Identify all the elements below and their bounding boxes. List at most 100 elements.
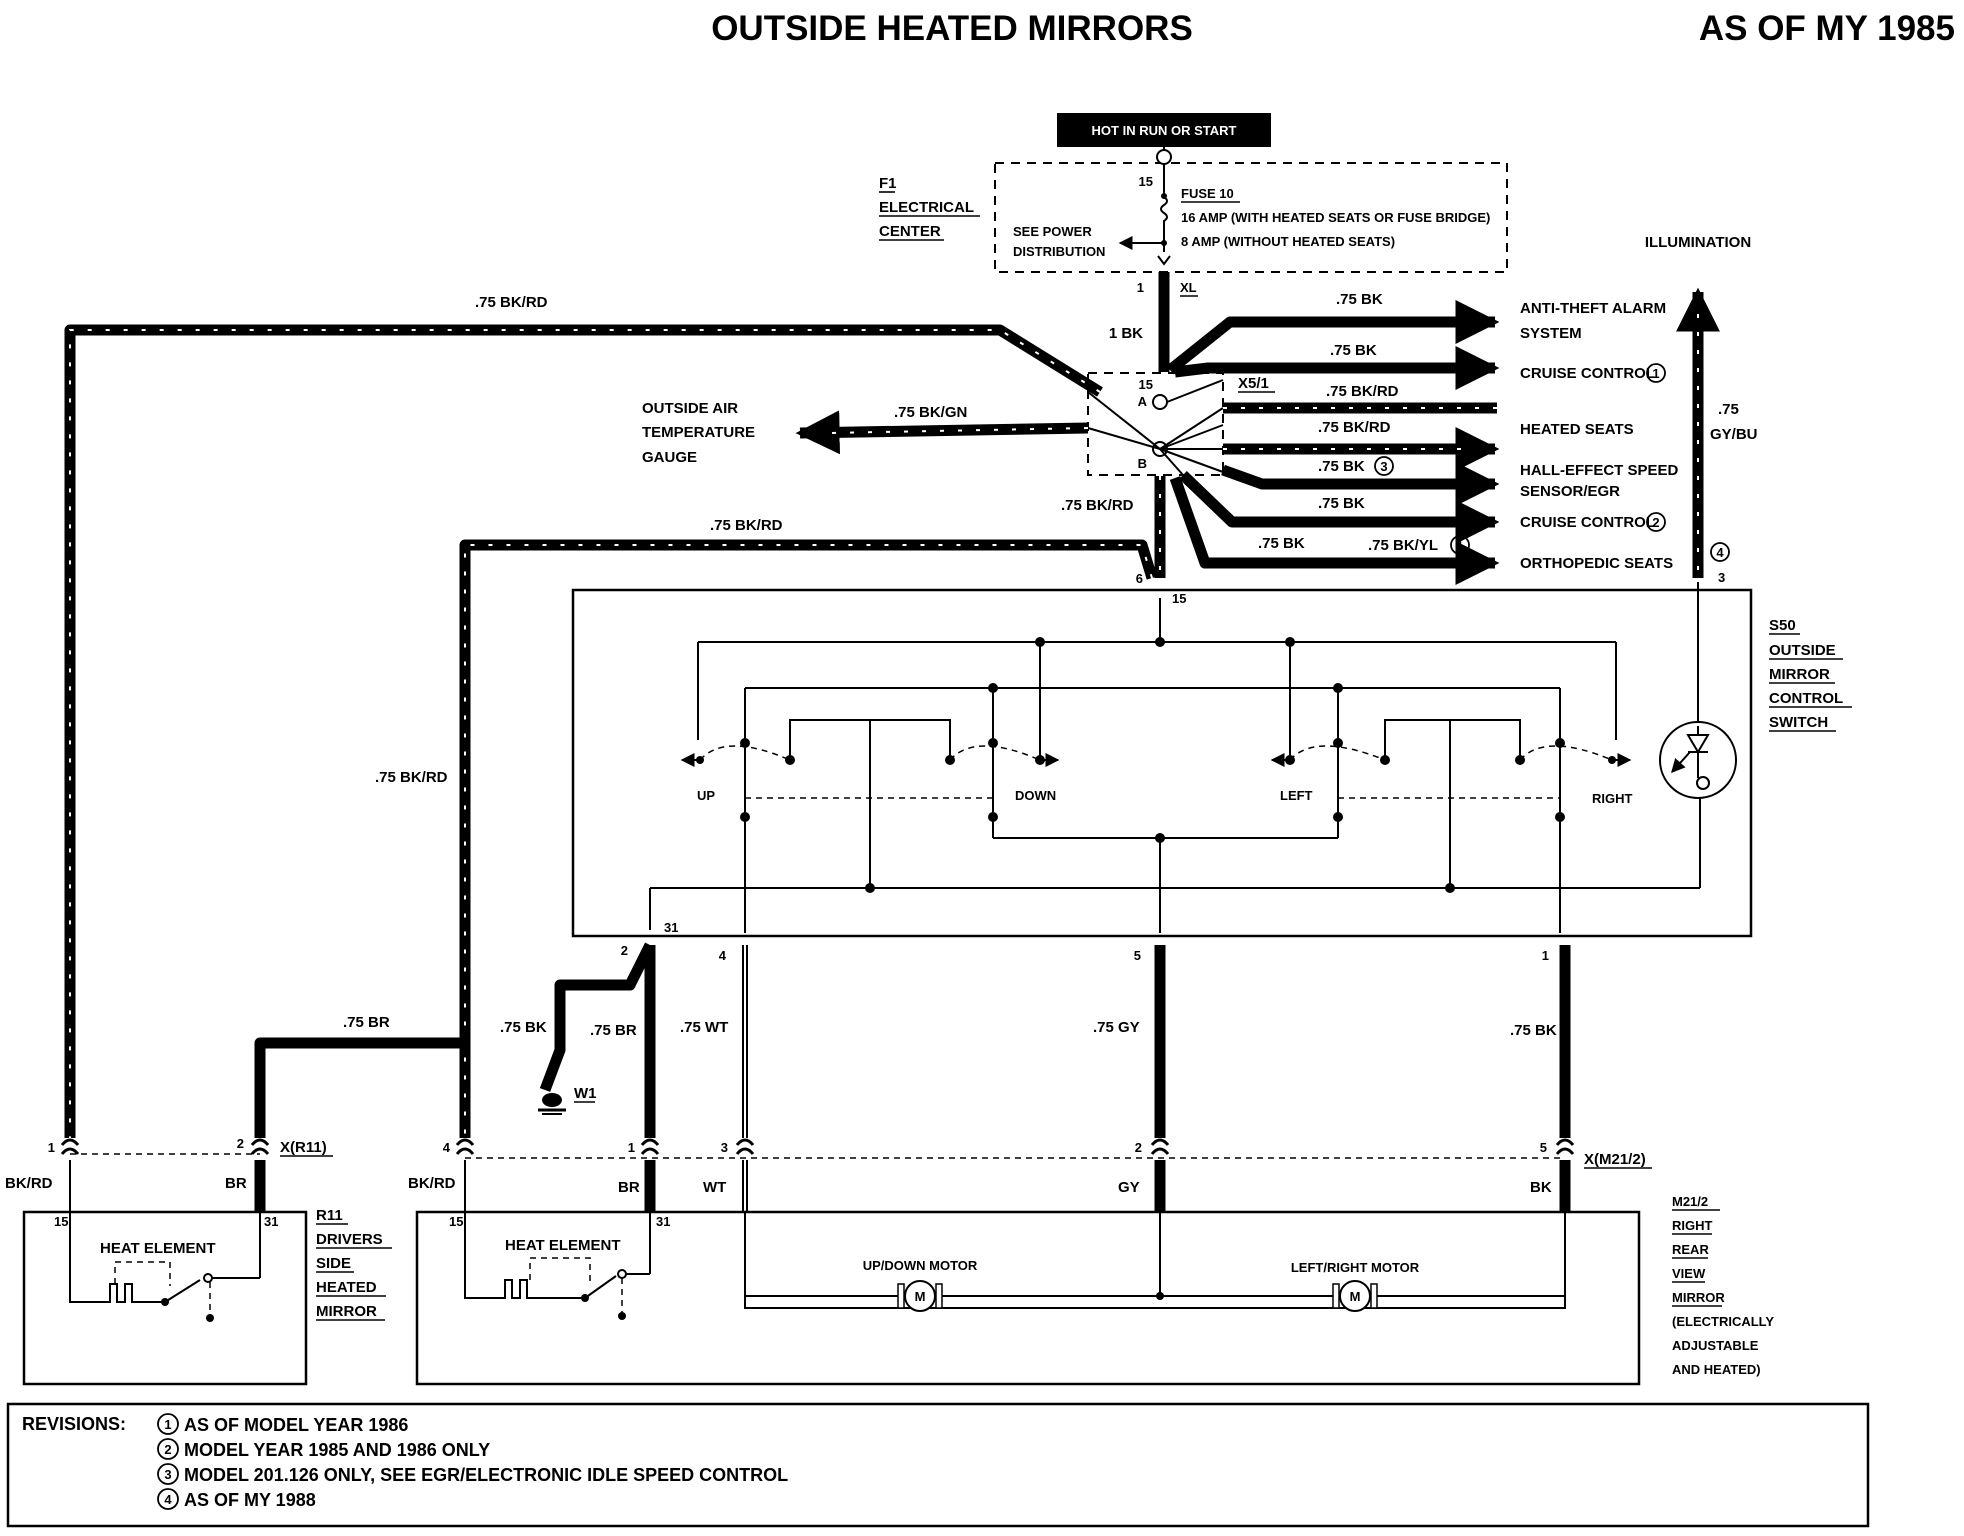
feed-3-mark: 3 (1380, 459, 1387, 474)
x-m212-pin-1: 1 (628, 1140, 635, 1155)
feed-3-wire: .75 BK (1318, 458, 1365, 475)
revision-item-4: 4 AS OF MY 1988 (157, 1488, 316, 1510)
s50-pin-6: 6 (1136, 571, 1143, 586)
updown-motor: UP/DOWN MOTOR M (863, 1258, 978, 1312)
r11-pin-15: 15 (54, 1214, 68, 1229)
revision-4-text: AS OF MY 1988 (184, 1490, 316, 1510)
outside-air-wire: .75 BK/GN (894, 404, 967, 421)
leftright-motor-symbol: M (1350, 1289, 1361, 1304)
ground-icon (542, 1093, 562, 1107)
terminal-15-label: 15 (1139, 174, 1153, 189)
illumination-label: ILLUMINATION (1645, 234, 1751, 251)
diagram-title: OUTSIDE HEATED MIRRORS (711, 9, 1193, 48)
pin-1-label: 1 (1137, 280, 1144, 295)
m212-heat-element-icon (464, 1212, 651, 1320)
s50-switch-box (571, 588, 1753, 938)
m212-line4: VIEW (1672, 1266, 1706, 1281)
r11-pin-31: 31 (264, 1214, 278, 1229)
updown-motor-icon (904, 1280, 936, 1312)
m212-pin-31: 31 (656, 1214, 670, 1229)
feed-3-label1: HALL-EFFECT SPEED (1520, 462, 1679, 479)
m212-wire-gy: GY (1118, 1179, 1140, 1196)
x-r11-label: X(R11) (280, 1139, 327, 1156)
feed-5-wire: .75 BK (1258, 535, 1305, 552)
f1-electrical-center-box (994, 162, 1508, 273)
m212-line2: RIGHT (1672, 1218, 1713, 1233)
x-m212-pin-3: 3 (721, 1140, 728, 1155)
m212-line7: ADJUSTABLE (1672, 1338, 1759, 1353)
m212-line6: (ELECTRICALLY (1672, 1314, 1774, 1329)
leftright-motor-label: LEFT/RIGHT MOTOR (1291, 1260, 1420, 1275)
feed-4-wire: .75 BK (1318, 495, 1365, 512)
feed-cruise-2: .75 BK CRUISE CONTROL 2 (1179, 471, 1666, 544)
m212-pin-15: 15 (449, 1214, 463, 1229)
leftright-motor: LEFT/RIGHT MOTOR M (1291, 1260, 1420, 1312)
illumination-wire1: .75 (1718, 401, 1739, 418)
distribution-label: DISTRIBUTION (1013, 244, 1105, 259)
connector-symbols (60, 1138, 1575, 1155)
feed-0-label2: SYSTEM (1520, 325, 1582, 342)
updown-motor-label: UP/DOWN MOTOR (863, 1258, 978, 1273)
m212-wire-br: BR (618, 1179, 640, 1196)
m212-wire-bkrd: BK/RD (408, 1175, 456, 1192)
outside-air-line2: TEMPERATURE (642, 424, 755, 441)
feed-3-label2: SENSOR/EGR (1520, 483, 1620, 500)
xl-label: XL (1180, 280, 1197, 295)
wire-bkrd-switch-label: .75 BK/RD (1061, 497, 1134, 514)
wire-br-right-label: .75 BR (590, 1022, 637, 1039)
feed-cruise-1: .75 BK CRUISE CONTROL 1 (1174, 342, 1666, 390)
fuse-line2: 8 AMP (WITHOUT HEATED SEATS) (1181, 234, 1395, 249)
feed-heated-seats: .75 BK/RD .75 BK/RD HEATED SEATS (1223, 383, 1634, 471)
feed-4-label: CRUISE CONTROL (1520, 514, 1655, 531)
wire-1bk-label: 1 BK (1109, 325, 1143, 342)
wire-bk-right-label: .75 BK (1510, 1022, 1557, 1039)
wire-br-switch: .75 BR .75 BK (500, 942, 656, 1138)
dir-up-label: UP (697, 788, 715, 803)
s50-line1: OUTSIDE (1769, 642, 1836, 659)
feed-1-label: CRUISE CONTROL (1520, 365, 1655, 382)
revision-1-num: 1 (164, 1417, 171, 1432)
wire-bkrd-vert-label: .75 BK/RD (375, 769, 448, 786)
wire-bk-right: .75 BK (1510, 945, 1571, 1138)
revisions-heading: REVISIONS: (22, 1414, 126, 1434)
feed-anti-theft: .75 BK ANTI-THEFT ALARM SYSTEM (1166, 291, 1666, 375)
x-r11-pin-2: 2 (237, 1136, 244, 1151)
wire-bkrd-outer-label: .75 BK/RD (475, 294, 548, 311)
wire-bkrd-inner-label: .75 BK/RD (710, 517, 783, 534)
s50-pin-1: 1 (1542, 948, 1549, 963)
m212-heat-element-label: HEAT ELEMENT (505, 1237, 621, 1254)
s50-pin-2: 2 (621, 943, 628, 958)
s50-name: S50 (1769, 617, 1796, 634)
r11-mirror-box (22, 1210, 308, 1386)
feed-1-wire: .75 BK (1330, 342, 1377, 359)
wire-br-left: .75 BR (254, 1014, 470, 1138)
hot-label: HOT IN RUN OR START (1092, 123, 1237, 138)
wire-bkrd-outer: .75 BK/RD (64, 294, 1103, 1138)
wire-gy-label: .75 GY (1093, 1019, 1140, 1036)
x-m212-pin-4: 4 (443, 1140, 451, 1155)
m212-name: M21/2 (1672, 1194, 1708, 1209)
updown-motor-symbol: M (915, 1289, 926, 1304)
feed-0-wire: .75 BK (1336, 291, 1383, 308)
s50-label: S50 OUTSIDE MIRROR CONTROL SWITCH (1769, 617, 1852, 732)
f1-line2: ELECTRICAL (879, 199, 974, 216)
revision-2-num: 2 (164, 1442, 171, 1457)
revision-3-num: 3 (164, 1467, 171, 1482)
dir-right-label: RIGHT (1592, 791, 1633, 806)
m212-line8: AND HEATED) (1672, 1362, 1761, 1377)
illumination-pin: 3 (1718, 570, 1725, 585)
feed-5-label: ORTHOPEDIC SEATS (1520, 555, 1673, 572)
revision-3-text: MODEL 201.126 ONLY, SEE EGR/ELECTRONIC I… (184, 1465, 788, 1485)
s50-line2: MIRROR (1769, 666, 1830, 683)
s50-pin-5: 5 (1134, 948, 1141, 963)
r11-wire-br: BR (225, 1175, 247, 1192)
s50-pin-4: 4 (719, 948, 727, 963)
m212-wire-wt: WT (703, 1179, 726, 1196)
feed-1-mark: 1 (1652, 366, 1659, 381)
outside-air-line1: OUTSIDE AIR (642, 400, 738, 417)
m212-label: M21/2 RIGHT REAR VIEW MIRROR (ELECTRICAL… (1672, 1194, 1774, 1377)
dir-left-label: LEFT (1280, 788, 1313, 803)
x51-terminal-a (1152, 394, 1168, 410)
r11-line4: HEATED (316, 1279, 377, 1296)
